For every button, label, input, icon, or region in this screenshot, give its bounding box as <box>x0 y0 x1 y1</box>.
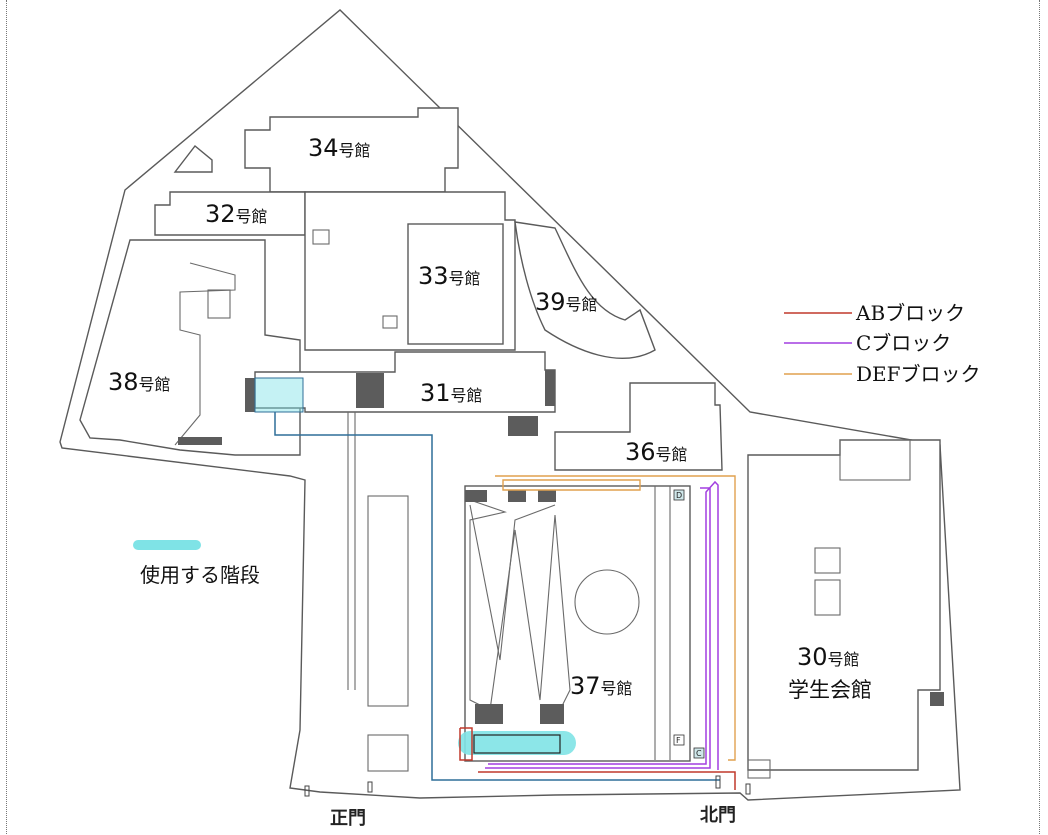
label-building-34: 34号館 <box>308 134 371 162</box>
label-building-33: 33号館 <box>418 262 481 290</box>
marker-f <box>673 734 685 746</box>
label-building-36: 36号館 <box>625 438 688 466</box>
building-38-notch <box>207 289 231 319</box>
route-c-block <box>485 480 719 770</box>
highlighted-stairs-38 <box>254 377 304 413</box>
legend-stairs-label: 使用する階段 <box>140 563 260 587</box>
building-37-zigzag <box>469 499 571 711</box>
label-building-31: 31号館 <box>420 379 483 407</box>
route-ab-block <box>459 727 736 790</box>
legend-label-ab: ABブロック <box>855 301 965 325</box>
building-37-circle <box>574 569 640 635</box>
marker-d-text: D <box>676 491 682 500</box>
stairs-36 <box>508 416 538 436</box>
label-building-30-sub: 学生会館 <box>788 678 872 702</box>
marker-d <box>673 489 685 501</box>
stairs-37-exit-box <box>473 734 561 754</box>
stairs-37-top-a <box>465 490 487 502</box>
label-building-30: 30号館 <box>797 643 860 671</box>
building-39 <box>514 221 656 359</box>
stairs-31-left <box>356 373 384 408</box>
stairs-37-top-b <box>508 490 526 502</box>
strip-long <box>367 495 409 707</box>
building-30 <box>747 439 941 771</box>
label-building-38: 38号館 <box>108 368 171 396</box>
stairs-31-right <box>545 370 555 406</box>
highlighted-stairs-37 <box>458 731 576 755</box>
strip-short <box>367 734 409 772</box>
stairs-38-bottom <box>178 437 222 445</box>
page-frame <box>6 0 1040 834</box>
route-def-block <box>495 475 736 761</box>
building-33 <box>407 223 504 345</box>
label-main-gate: 正門 <box>330 808 366 829</box>
label-building-39: 39号館 <box>535 288 598 316</box>
building-30-box-a <box>814 547 841 574</box>
central-square-a <box>312 229 330 245</box>
route-blue <box>274 412 720 781</box>
building-30-box-b <box>814 579 841 616</box>
legend-label-def: DEFブロック <box>856 362 981 386</box>
legend-label-c: Cブロック <box>856 331 951 355</box>
main-gate-post-2 <box>304 785 310 797</box>
label-north-gate: 北門 <box>700 805 736 826</box>
stairs-38 <box>245 378 255 412</box>
building-36 <box>554 382 723 471</box>
main-gate-post <box>367 781 373 793</box>
stairs-37-bottom-b <box>540 704 564 724</box>
marker-c-text: C <box>696 749 702 758</box>
building-38-inner <box>174 262 236 446</box>
central-square-b <box>382 315 398 329</box>
building-37-zigzag-2 <box>469 504 556 661</box>
legend-stairs-swatch <box>133 540 201 550</box>
stairs-37-bottom-a <box>475 704 503 724</box>
north-gate-booth <box>747 759 771 779</box>
stairs-37-top-c <box>538 490 556 502</box>
legend: ABブロック Cブロック DEFブロック <box>784 301 981 386</box>
building-30-annex <box>839 439 911 481</box>
north-gate-post <box>715 775 721 789</box>
label-building-32: 32号館 <box>205 200 268 228</box>
marker-f-text: F <box>676 736 681 745</box>
small-shelter <box>173 144 213 173</box>
label-building-37: 37号館 <box>570 672 633 700</box>
marker-c <box>693 747 705 759</box>
stairs-30 <box>930 692 944 706</box>
north-gate-post-2 <box>745 783 751 795</box>
